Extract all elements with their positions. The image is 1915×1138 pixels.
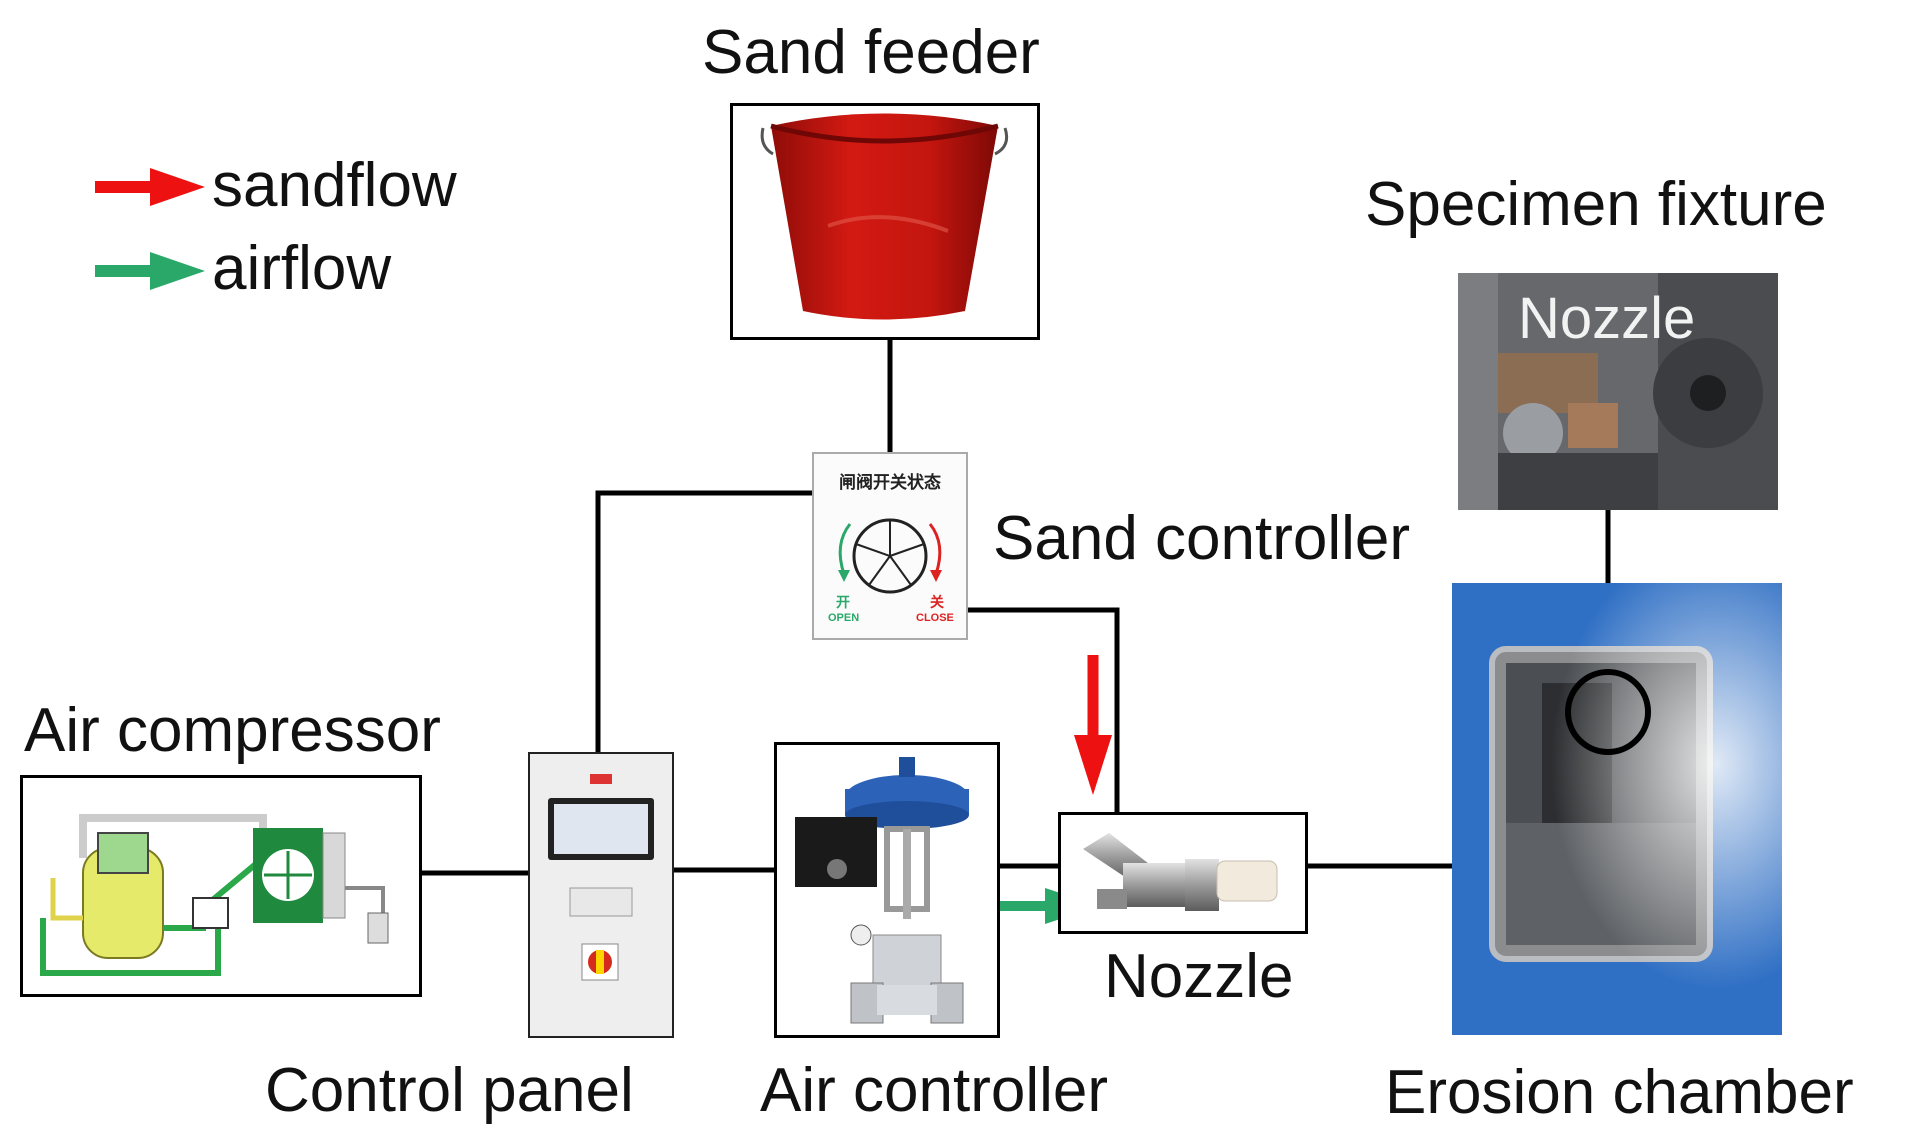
control-panel-label: Control panel xyxy=(265,1056,634,1125)
close-en-label: CLOSE xyxy=(916,612,954,624)
panel-title: 闸阀开关状态 xyxy=(839,473,941,493)
sand-controller-label: Sand controller xyxy=(993,504,1411,573)
sandflow-arrow xyxy=(1074,655,1112,795)
nozzle-icon xyxy=(1083,833,1278,911)
control-panel-image xyxy=(530,754,672,1036)
sand-feeder-label: Sand feeder xyxy=(702,18,1040,87)
air-controller-box xyxy=(774,742,1000,1038)
air-compressor-schematic xyxy=(40,814,389,976)
legend-arrows xyxy=(95,168,205,290)
open-en-label: OPEN xyxy=(828,612,860,624)
sand-controller-panel: 闸阀开关状态 开 OPEN 关 CLOSE xyxy=(812,452,968,640)
erosion-chamber-photo xyxy=(1452,583,1782,1035)
specimen-fixture-label: Specimen fixture xyxy=(1365,170,1827,239)
sand-feeder-box xyxy=(730,103,1040,340)
bucket-icon xyxy=(760,113,1009,320)
fixture-photo-label: Nozzle xyxy=(1518,286,1696,351)
legend-sandflow-label: sandflow xyxy=(212,151,457,220)
open-cn-label: 开 xyxy=(836,595,850,611)
specimen-fixture-photo: Nozzle xyxy=(1458,273,1778,510)
nozzle-label: Nozzle xyxy=(1104,942,1294,1011)
fixture-photo-image xyxy=(1458,273,1778,510)
erosion-chamber-label: Erosion chamber xyxy=(1385,1058,1854,1127)
air-compressor-label: Air compressor xyxy=(24,696,441,765)
control-panel-photo xyxy=(528,752,674,1038)
legend-airflow-label: airflow xyxy=(212,234,392,303)
chamber-image xyxy=(1452,583,1782,1035)
pneumatic-valve-icon xyxy=(795,757,969,1024)
nozzle-box xyxy=(1058,812,1308,934)
air-compressor-box xyxy=(20,775,422,997)
gate-valve-dial-icon xyxy=(838,518,942,594)
air-controller-label: Air controller xyxy=(760,1056,1108,1125)
close-cn-label: 关 xyxy=(930,595,944,611)
